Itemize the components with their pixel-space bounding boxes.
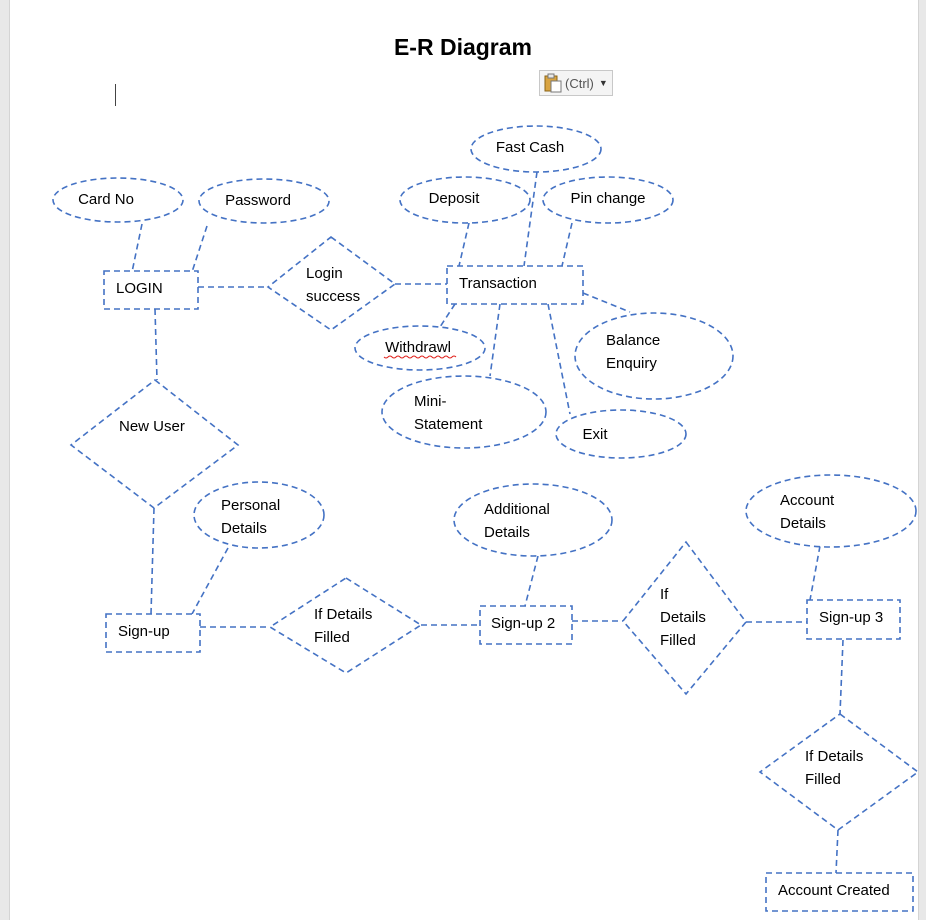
if-details-filled-2-relationship bbox=[621, 540, 748, 696]
spellcheck-underline bbox=[383, 355, 457, 359]
text-cursor bbox=[115, 84, 116, 106]
signup-entity bbox=[105, 613, 201, 653]
card-no-label: Card No bbox=[78, 191, 134, 208]
deposit-label: Deposit bbox=[429, 190, 481, 207]
paste-options-label: (Ctrl) bbox=[565, 75, 594, 91]
exit-attribute bbox=[555, 409, 687, 459]
if-details-filled-2-label-line2: Details bbox=[660, 609, 706, 626]
if-details-filled-2-label-line3: Filled bbox=[660, 632, 696, 649]
clipboard-icon bbox=[544, 73, 562, 93]
deposit-attribute bbox=[399, 176, 531, 224]
account-details-label-line2: Details bbox=[780, 515, 826, 532]
account-details-attribute bbox=[745, 474, 917, 548]
withdrawl-attribute bbox=[354, 325, 486, 371]
if-details-filled-2-label-line1: If bbox=[660, 586, 669, 603]
if-details-filled-3-label-line2: Filled bbox=[805, 771, 841, 788]
signup2-entity bbox=[479, 605, 573, 645]
personal-details-attribute bbox=[193, 481, 325, 549]
personal-details-label-line1: Personal bbox=[221, 497, 280, 514]
diagram-title: E-R Diagram bbox=[393, 34, 533, 60]
account-created-entity bbox=[765, 872, 914, 912]
additional-details-label-line1: Additional bbox=[484, 501, 550, 518]
pin-change-label: Pin change bbox=[570, 190, 645, 207]
additional-details-attribute bbox=[453, 483, 613, 557]
paste-options-button[interactable]: (Ctrl) ▼ bbox=[539, 70, 613, 96]
if-details-filled-3-label-line1: If Details bbox=[805, 748, 863, 765]
personal-details-label-line2: Details bbox=[221, 520, 267, 537]
fast-cash-attribute bbox=[470, 125, 602, 173]
additional-details-label-line2: Details bbox=[484, 524, 530, 541]
mini-statement-attribute bbox=[381, 375, 547, 449]
signup2-label: Sign-up 2 bbox=[491, 615, 555, 632]
account-created-label: Account Created bbox=[778, 882, 890, 899]
if-details-filled-1-label-line2: Filled bbox=[314, 629, 350, 646]
signup-label: Sign-up bbox=[118, 623, 170, 640]
balance-enquiry-label-line1: Balance bbox=[606, 332, 660, 349]
login-success-relationship bbox=[266, 235, 397, 331]
login-success-label-line1: Login bbox=[306, 265, 343, 282]
password-label: Password bbox=[225, 192, 291, 209]
login-success-label-line2: success bbox=[306, 288, 360, 305]
login-entity bbox=[103, 270, 199, 310]
signup3-entity bbox=[806, 599, 901, 640]
withdrawl-label: Withdrawl bbox=[385, 339, 451, 356]
balance-enquiry-label-line2: Enquiry bbox=[606, 355, 657, 372]
card-no-attribute bbox=[52, 177, 184, 223]
signup3-label: Sign-up 3 bbox=[819, 609, 883, 626]
if-details-filled-1-relationship bbox=[268, 577, 423, 674]
transaction-label: Transaction bbox=[459, 275, 537, 292]
login-label: LOGIN bbox=[116, 280, 163, 297]
transaction-entity bbox=[446, 265, 584, 305]
account-details-label-line1: Account bbox=[780, 492, 835, 509]
new-user-relationship bbox=[69, 378, 240, 510]
pin-change-attribute bbox=[542, 176, 674, 224]
connector-lines bbox=[131, 171, 844, 874]
mini-statement-label-line1: Mini- bbox=[414, 393, 447, 410]
password-attribute bbox=[198, 178, 330, 224]
chevron-down-icon: ▼ bbox=[598, 78, 608, 88]
new-user-label: New User bbox=[119, 418, 185, 435]
mini-statement-label-line2: Statement bbox=[414, 416, 483, 433]
if-details-filled-1-label-line1: If Details bbox=[314, 606, 372, 623]
fast-cash-label: Fast Cash bbox=[496, 139, 564, 156]
if-details-filled-3-relationship bbox=[758, 713, 920, 831]
exit-label: Exit bbox=[582, 426, 608, 443]
balance-enquiry-attribute bbox=[574, 312, 734, 400]
